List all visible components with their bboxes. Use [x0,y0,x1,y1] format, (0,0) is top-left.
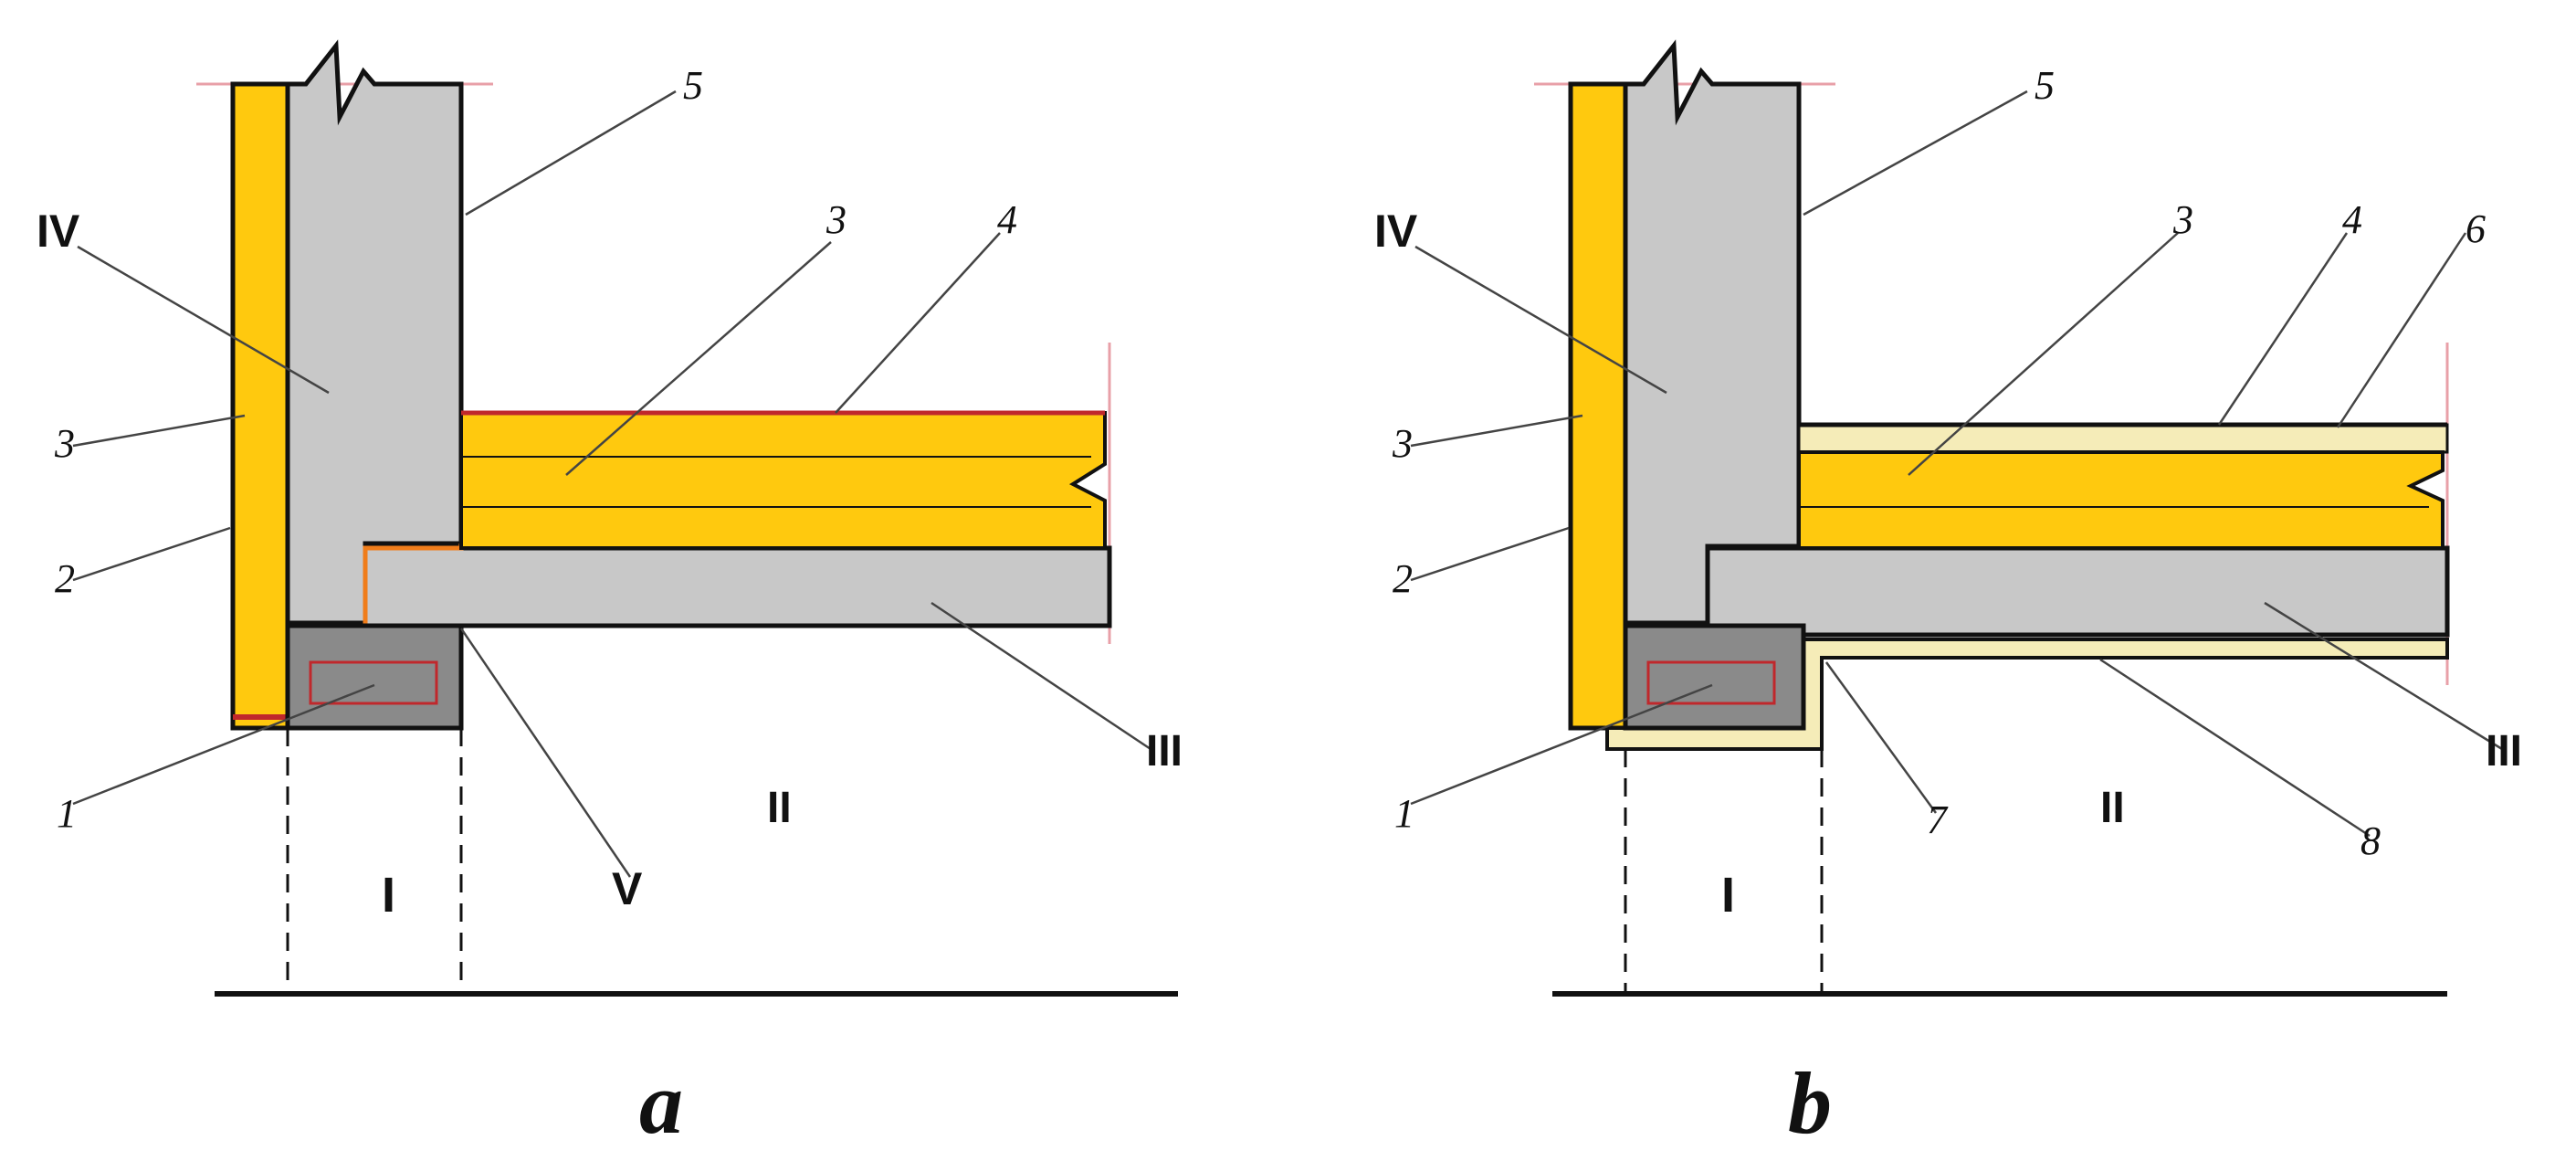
label-IV: IV [1374,206,1418,257]
label-2: 2 [1393,556,1413,601]
label-3-slab: 3 [825,197,846,242]
panel-caption-a: a [639,1054,683,1152]
label-5: 5 [683,63,703,108]
label-1: 1 [57,791,77,836]
panel-caption-b: b [1788,1054,1832,1152]
floor-top-pale-layer [1797,423,2449,454]
label-III: III [2486,727,2522,776]
label-II: II [767,784,792,832]
label-8: 8 [2360,818,2381,863]
beam-reinforcement [309,660,438,705]
label-II: II [2100,784,2125,832]
label-V: V [612,863,643,914]
label-4: 4 [997,197,1017,242]
label-I: I [382,868,395,923]
concrete-wall [285,39,464,626]
label-6: 6 [2466,206,2486,251]
label-7: 7 [1927,797,1949,842]
label-2: 2 [55,556,75,601]
label-I: I [1721,868,1735,923]
floor-slab [1705,545,2450,638]
leader-lines [1410,90,2503,838]
label-4: 4 [2342,197,2362,242]
edge-beam [285,623,464,731]
label-III: III [1146,727,1183,776]
label-IV: IV [37,206,80,257]
panel-a: IV 3 2 1 5 3 4 III II I V a [37,39,1183,1152]
label-1: 1 [1394,791,1414,836]
edge-beam [1623,623,1806,731]
wall-insulation-layer [1568,81,1628,731]
beam-reinforcement [1646,660,1776,705]
floor-insulation [459,411,1107,550]
panel-b: IV 3 2 1 5 3 4 6 III II I 7 8 b [1374,39,2522,1152]
floor-slab [363,545,1112,628]
concrete-wall [1623,39,1802,626]
leader-lines [72,90,1151,878]
label-5: 5 [2035,63,2055,108]
label-3-wall: 3 [1392,421,1413,466]
wall-insulation-layer [230,81,290,731]
label-3-wall: 3 [54,421,75,466]
label-3-slab: 3 [2172,197,2193,242]
floor-insulation [1797,450,2445,550]
